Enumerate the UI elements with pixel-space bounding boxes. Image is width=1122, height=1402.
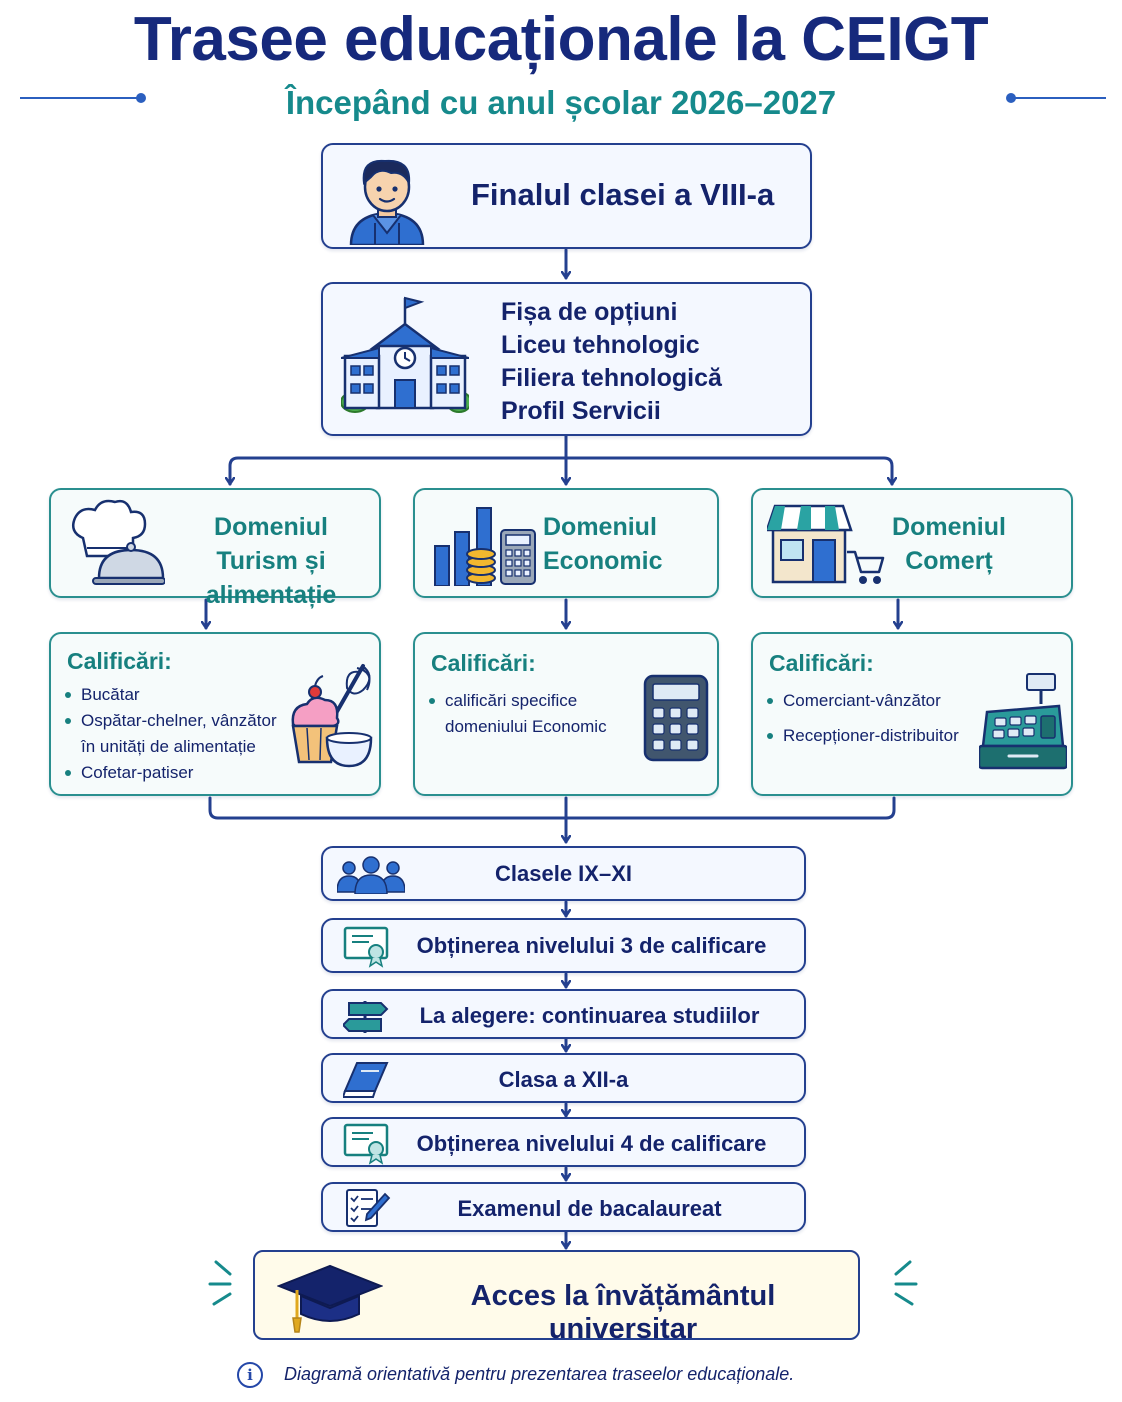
bar-chart-coins-icon — [434, 507, 536, 586]
options-list: Fișa de opțiuni Liceu tehnologic Filiera… — [501, 296, 722, 428]
calculator-icon — [643, 674, 709, 762]
step-box-baccalaureate: Examenul de bacalaureat — [321, 1182, 806, 1232]
qualifications-title-turism: Calificări: — [67, 648, 172, 674]
qualification-item: Ospătar-chelner, vânzător — [65, 708, 295, 734]
domain-economic-line2: Economic — [543, 547, 663, 575]
options-box: Fișa de opțiuni Liceu tehnologic Filiera… — [321, 282, 812, 436]
step-label: La alegere: continuarea studiilor — [419, 1003, 760, 1028]
final-access-label: Acces la învățământul universitar — [470, 1280, 776, 1345]
step-label: Clasele IX–XI — [495, 861, 632, 886]
domain-economic-line1: Domeniul — [543, 513, 657, 541]
qualification-item-continued: domeniului Economic — [445, 717, 607, 736]
school-building-icon — [341, 296, 469, 413]
domain-title-turism: Domeniul Turism și alimentație — [165, 510, 377, 612]
options-line-1: Fișa de opțiuni — [501, 298, 678, 326]
step-box-level-4: Obținerea nivelului 4 de calificare — [321, 1117, 806, 1167]
qualifications-list-comert: Comerciant-vânzător Recepționer-distribu… — [767, 688, 987, 749]
shop-cart-icon — [767, 504, 885, 584]
step-box-level-3: Obținerea nivelului 3 de calificare — [321, 918, 806, 973]
signpost-icon — [343, 1001, 389, 1033]
checklist-pen-icon — [346, 1189, 391, 1227]
info-icon: i — [237, 1362, 263, 1388]
qualification-item-continued: în unități de alimentație — [81, 737, 256, 756]
domain-box-comert: Domeniul Comerț — [751, 488, 1073, 598]
sparkle-lines-left — [204, 1258, 244, 1315]
decorative-line-left — [20, 97, 140, 99]
sparkle-lines-right — [882, 1258, 922, 1315]
decorative-dot-left — [136, 93, 146, 103]
qualification-item: Cofetar-patiser — [65, 760, 295, 786]
step-label: Clasa a XII-a — [498, 1067, 629, 1092]
step-label: Obținerea nivelului 4 de calificare — [416, 1131, 767, 1156]
domain-title-economic: Domeniul Economic — [543, 510, 673, 578]
cupcake-whisk-icon — [291, 664, 373, 768]
domain-comert-line1: Domeniul — [892, 513, 1006, 541]
group-people-icon — [337, 856, 405, 894]
domain-title-comert: Domeniul Comerț — [889, 510, 1009, 578]
qualifications-list-turism: Bucătar Ospătar-chelner, vânzător în uni… — [65, 682, 295, 786]
domain-box-turism: Domeniul Turism și alimentație — [49, 488, 381, 609]
step-label: Obținerea nivelului 3 de calificare — [416, 933, 767, 958]
qualification-item: calificări specifice — [429, 688, 639, 714]
student-icon — [349, 159, 425, 245]
options-line-2: Liceu tehnologic — [501, 331, 700, 359]
step-label: Examenul de bacalaureat — [457, 1196, 722, 1221]
qualification-item: Recepționer-distribuitor — [767, 723, 987, 749]
cash-register-icon — [979, 673, 1067, 770]
page-title: Trasee educaționale la CEIGT — [133, 5, 989, 74]
domain-comert-line2: Comerț — [905, 547, 993, 575]
qualifications-box-turism: Calificări: Bucătar Ospătar-chelner, vân… — [49, 632, 381, 796]
qualifications-title-economic: Calificări: — [431, 650, 536, 676]
domain-turism-line2: Turism și alimentație — [205, 547, 337, 609]
chef-hat-cloche-icon — [72, 499, 165, 585]
domain-box-economic: Domeniul Economic — [413, 488, 719, 598]
qualifications-box-comert: Calificări: Comerciant-vânzător Recepțio… — [751, 632, 1073, 796]
step-box-class-xii: Clasa a XII-a — [321, 1053, 806, 1103]
final-access-box: Acces la învățământul universitar — [253, 1250, 860, 1345]
qualifications-list-economic: calificări specifice domeniului Economic — [429, 688, 639, 740]
decorative-line-right — [1010, 97, 1106, 99]
footnote-text: Diagramă orientativă pentru prezentarea … — [284, 1364, 795, 1384]
page-subtitle: Începând cu anul școlar 2026–2027 — [285, 84, 837, 121]
step-box-choice: La alegere: continuarea studiilor — [321, 989, 806, 1039]
start-label: Finalul clasei a VIII-a — [471, 177, 775, 212]
options-line-3: Filiera tehnologică — [501, 364, 722, 392]
qualifications-title-comert: Calificări: — [769, 650, 874, 676]
book-icon — [343, 1062, 389, 1098]
certificate-icon — [343, 926, 389, 968]
qualification-item: Bucătar — [65, 682, 295, 708]
options-line-4: Profil Servicii — [501, 397, 661, 425]
graduation-cap-icon — [277, 1264, 383, 1333]
certificate-icon — [343, 1123, 389, 1165]
domain-turism-line1: Domeniul — [214, 513, 328, 541]
step-box-classes-ix-xi: Clasele IX–XI — [321, 846, 806, 901]
start-box: Finalul clasei a VIII-a — [321, 143, 812, 249]
qualifications-box-economic: Calificări: calificări specifice domeniu… — [413, 632, 719, 796]
qualification-item: Comerciant-vânzător — [767, 688, 987, 714]
